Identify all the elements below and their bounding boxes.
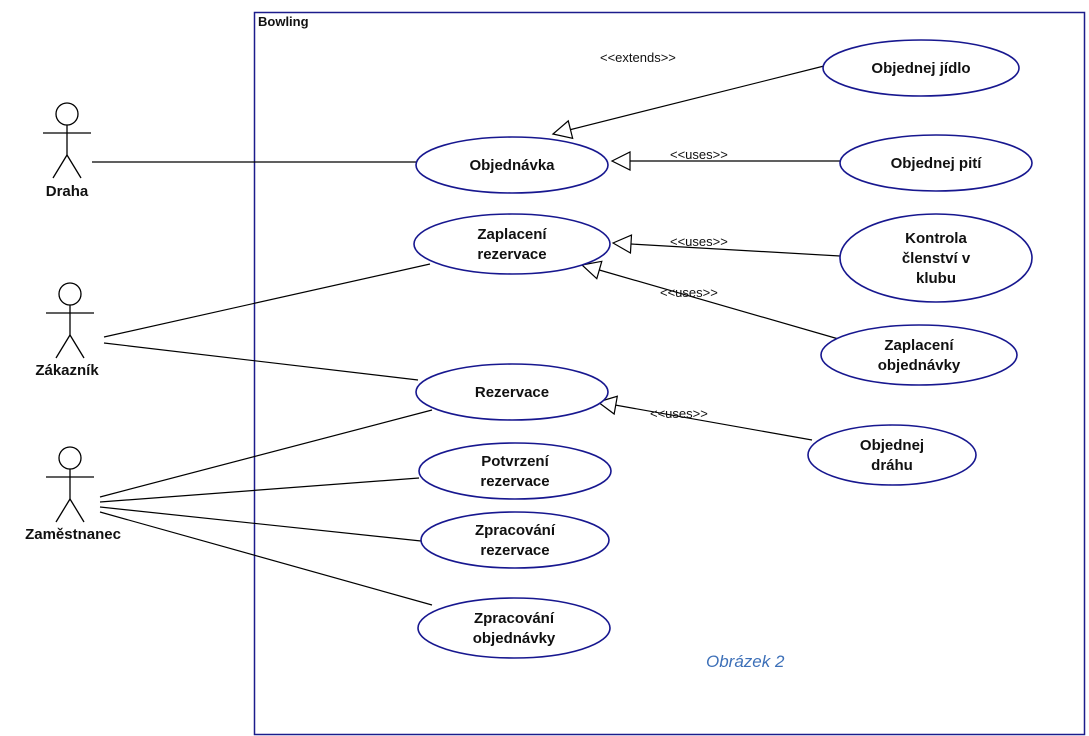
stereotype-label: <<uses>> [650,406,708,421]
actor-right-leg [69,498,85,523]
use-case-label: dráhu [871,457,913,474]
association-line-zakaznik-rezervace [103,342,419,381]
use-case-label: klubu [916,270,956,287]
use-case-label: Objednej [860,437,924,454]
use-case-zaplaceni-rezervace [413,213,611,275]
use-case-label: Objednávka [469,157,555,174]
use-case-objednej-piti [839,134,1033,192]
use-case-label: rezervace [477,246,546,263]
relation-line-kontrola-clenstvi [630,243,841,257]
use-case-label: Rezervace [475,384,549,401]
use-case-zpracovani-objednavky [417,597,611,659]
use-case-label: Objednej pití [891,155,983,172]
actor-left-leg [55,498,71,523]
actor-left-leg [52,154,68,179]
stereotype-label: <<uses>> [660,285,718,300]
actor-right-leg [69,334,85,359]
association-line-zamestnanec-rezervace [99,409,433,498]
use-case-label: rezervace [480,542,549,559]
association-line-zamestnanec-zpracovani-rezervace [99,506,422,542]
arrowhead-triangle-icon [551,119,574,140]
use-case-label: členství v [902,250,971,267]
use-case-label: Zaplacení [884,337,954,354]
actor-label-zamestnanec: Zaměstnanec [25,526,121,543]
actor-zakaznik-icon [46,282,94,359]
association-line-zamestnanec-zpracovani-objednavky [99,511,433,606]
use-case-label: rezervace [480,473,549,490]
use-case-rezervace [415,363,609,421]
system-boundary [253,11,1086,736]
use-case-label: Zpracování [474,610,555,627]
use-case-label: Potvrzení [481,453,549,470]
relation-line-objednej-jidlo [570,65,825,131]
use-case-objednej-drahu [807,424,977,486]
figure-caption: Obrázek 2 [706,652,785,671]
use-case-label: Zaplacení [477,226,547,243]
use-case-label: objednávky [473,630,556,647]
use-case-label: objednávky [878,357,961,374]
relation-line-objednej-drahu [615,404,813,441]
actor-head [55,102,79,126]
arrowhead-triangle-icon [580,260,603,280]
actor-zamestnanec-icon [46,446,94,523]
use-case-label: Objednej jídlo [871,60,970,77]
arrowhead-triangle-icon [610,151,631,171]
stereotype-label: <<uses>> [670,147,728,162]
actor-head [58,446,82,470]
actor-label-draha: Draha [46,183,89,200]
stereotype-label: <<uses>> [670,234,728,249]
relation-line-zaplaceni-objednavky [599,269,843,341]
actor-label-zakaznik: Zákazník [35,362,99,379]
actor-left-leg [55,334,71,359]
association-line-zakaznik-zaplaceni-rezervace [103,263,431,338]
actor-draha-icon [43,102,91,179]
association-line-zamestnanec-potvrzeni-rezervace [99,477,420,503]
use-case-objednavka [415,136,609,194]
arrowhead-triangle-icon [611,234,633,255]
use-case-label: Kontrola [905,230,967,247]
use-case-label: Zpracování [475,522,556,539]
use-case-zaplaceni-objednavky [820,324,1018,386]
use-case-zpracovani-rezervace [420,511,610,569]
actor-head [58,282,82,306]
use-case-potvrzeni-rezervace [418,442,612,500]
use-case-objednej-jidlo [822,39,1020,97]
stereotype-label: <<extends>> [600,50,676,65]
actor-right-leg [66,154,82,179]
use-case-kontrola-clenstvi [839,213,1033,303]
system-title: Bowling [258,14,309,29]
